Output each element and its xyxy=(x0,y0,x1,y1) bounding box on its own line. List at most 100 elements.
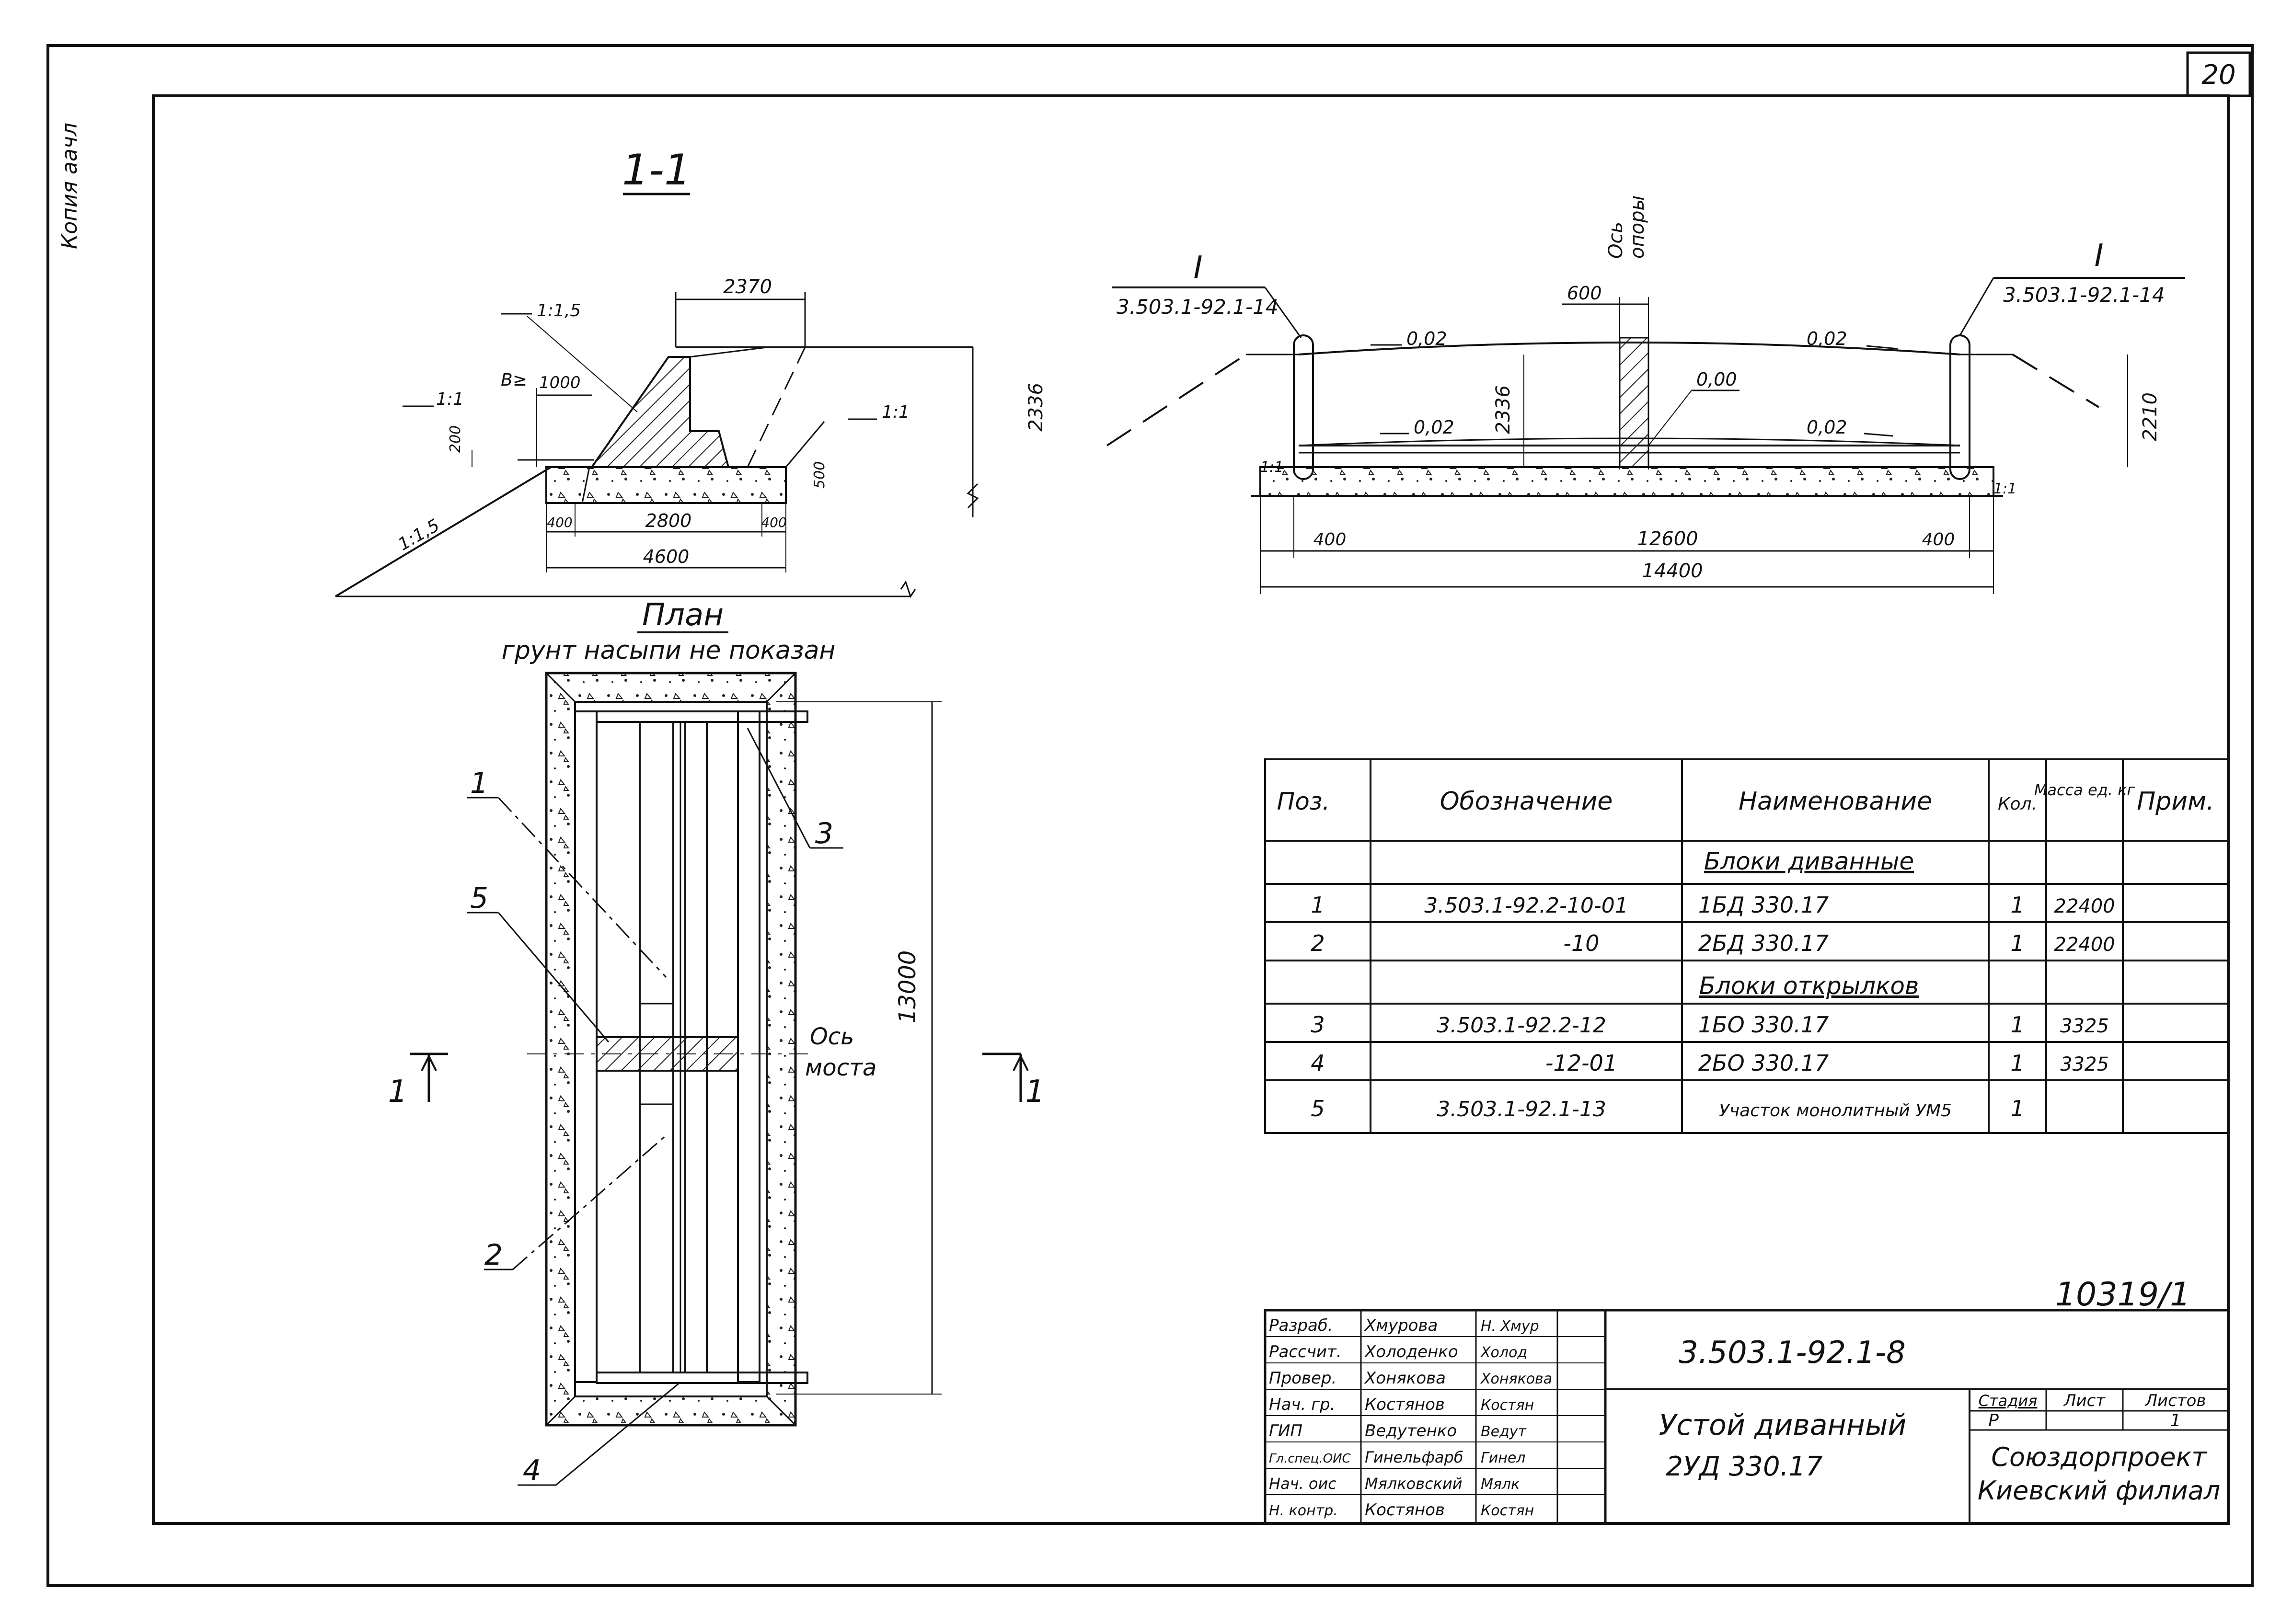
row1-designation: 3.503.1-92.2-10-01 xyxy=(1424,893,1628,918)
dim-2336: 2336 xyxy=(1025,383,1047,432)
elevation-foundation xyxy=(1259,466,1994,497)
sig-name-4: Ведутенко xyxy=(1365,1421,1457,1441)
org-line1: Союздорпроект xyxy=(1991,1442,2207,1472)
dim-200: 200 xyxy=(447,425,464,453)
dim-2800: 2800 xyxy=(645,510,692,531)
callout-3: 3 xyxy=(815,817,833,850)
section-mark-left: 1 xyxy=(388,1074,408,1109)
slope-end-r: 1:1 xyxy=(1993,480,2016,497)
end-post-left xyxy=(1293,334,1314,480)
dim-2336-elev: 2336 xyxy=(1492,385,1514,434)
stage-value: Р xyxy=(1988,1411,1999,1430)
sig-name-3: Костянов xyxy=(1365,1395,1445,1414)
sig-sign-7: Костян xyxy=(1481,1502,1534,1519)
row1-name: 1БД 330.17 xyxy=(1698,892,1829,918)
section-title: 1-1 xyxy=(622,145,691,194)
mark-left-ref: 3.503.1-92.1-14 xyxy=(1117,295,1279,319)
title-line2: 2УД 330.17 xyxy=(1666,1451,1823,1482)
dim-400r: 400 xyxy=(1922,530,1955,549)
slope-br: 0,02 xyxy=(1807,417,1847,438)
sheet-header: Лист xyxy=(2063,1391,2106,1410)
axis-opory-1: Ось xyxy=(1605,222,1627,259)
slope-bl: 0,02 xyxy=(1414,417,1454,438)
callout-1: 1 xyxy=(470,766,488,800)
org-line2: Киевский филиал xyxy=(1978,1475,2221,1506)
row6-designation: 3.503.1-92.1-13 xyxy=(1437,1097,1606,1121)
sig-name-5: Гинельфарб xyxy=(1365,1448,1463,1466)
foundation-slab xyxy=(545,466,787,504)
document-code: 3.503.1-92.1-8 xyxy=(1679,1335,1906,1371)
embankment-slope xyxy=(334,466,552,597)
row2-designation: -10 xyxy=(1563,930,1599,956)
slope-top: 1:1,5 xyxy=(537,301,581,320)
slope-right: 1:1 xyxy=(882,402,910,422)
dim-b: B≥ xyxy=(501,370,527,390)
sig-sign-3: Костян xyxy=(1481,1397,1534,1414)
slope-bottom: 1:1,5 xyxy=(395,515,443,555)
sig-sign-6: Мялк xyxy=(1481,1476,1520,1493)
sig-role-4: ГИП xyxy=(1269,1421,1302,1441)
sig-sign-0: Н. Хмур xyxy=(1481,1318,1539,1335)
plan-subtitle: грунт насыпи не показан xyxy=(502,636,836,665)
row2-name: 2БД 330.17 xyxy=(1698,930,1829,956)
stage-header: Стадия xyxy=(1979,1392,2038,1410)
row5-pos: 4 xyxy=(1311,1050,1325,1076)
dim-14400: 14400 xyxy=(1642,560,1703,582)
dim-4600: 4600 xyxy=(643,546,690,567)
mark-right-ref: 3.503.1-92.1-14 xyxy=(2003,283,2165,307)
spec-table-text: Поз. Обозначение Наименование Кол. Масса… xyxy=(1277,781,2214,1121)
callout-2: 2 xyxy=(484,1238,503,1272)
mark-left: I xyxy=(1194,250,1203,286)
row5-mass: 3325 xyxy=(2060,1053,2109,1075)
row4-pos: 3 xyxy=(1311,1012,1325,1038)
dim-1000: 1000 xyxy=(539,373,581,392)
title-block xyxy=(1264,1309,2230,1525)
row0-name: Блоки диванные xyxy=(1704,847,1914,875)
outer-frame xyxy=(46,44,2254,1587)
th-pos: Поз. xyxy=(1277,788,1330,815)
sig-name-2: Хонякова xyxy=(1364,1369,1446,1388)
sig-name-6: Мялковский xyxy=(1365,1475,1463,1493)
row4-qty: 1 xyxy=(2010,1012,2024,1038)
center-joint xyxy=(1619,337,1649,468)
margin-note: Копия аачл xyxy=(58,123,82,249)
th-name: Наименование xyxy=(1739,787,1932,816)
slope-tl: 0,02 xyxy=(1406,328,1447,349)
axis-mosta-2: моста xyxy=(805,1054,876,1081)
section-1-1: 1-1 2336 2370 1:1,5 1:1 1:1,5 1:1 xyxy=(334,145,1047,598)
sheet-number: 20 xyxy=(2201,59,2235,91)
dim-13000: 13000 xyxy=(894,950,921,1024)
axis-opory-2: опоры xyxy=(1626,195,1648,259)
elevation-view: I 3.503.1-92.1-14 I 3.503.1-92.1-14 Ось … xyxy=(1106,195,2185,594)
sig-sign-2: Хонякова xyxy=(1480,1371,1552,1387)
row5-designation: -12-01 xyxy=(1545,1050,1617,1076)
sig-role-5: Гл.спец.ОИС xyxy=(1269,1452,1351,1466)
dim-600: 600 xyxy=(1567,283,1602,304)
sig-name-0: Хмурова xyxy=(1364,1316,1438,1335)
plan-title: План xyxy=(642,597,724,633)
sig-role-0: Разраб. xyxy=(1269,1316,1333,1335)
row1-mass: 22400 xyxy=(2054,895,2115,917)
row2-mass: 22400 xyxy=(2054,934,2115,956)
sig-name-7: Костянов xyxy=(1365,1500,1445,1520)
archive-number: 10319/1 xyxy=(2055,1276,2191,1314)
axis-mosta-1: Ось xyxy=(810,1023,854,1050)
row5-qty: 1 xyxy=(2010,1050,2024,1076)
row3-name: Блоки открылков xyxy=(1699,972,1919,1000)
plan-view: План грунт насыпи не показан Ось моста 1… xyxy=(388,597,1045,1487)
sig-role-7: Н. контр. xyxy=(1269,1502,1338,1519)
th-designation: Обозначение xyxy=(1440,787,1613,816)
dim-400l: 400 xyxy=(1313,530,1347,549)
row4-designation: 3.503.1-92.2-12 xyxy=(1437,1013,1606,1038)
sig-name-1: Холоденко xyxy=(1364,1342,1458,1361)
sig-role-2: Провер. xyxy=(1269,1369,1336,1388)
spec-table xyxy=(1264,758,2229,1134)
callout-4: 4 xyxy=(523,1454,541,1487)
dim-12600: 12600 xyxy=(1637,528,1698,550)
row4-name: 1БО 330.17 xyxy=(1698,1012,1829,1038)
level-000: 0,00 xyxy=(1696,369,1737,390)
th-qty: Кол. xyxy=(1998,794,2037,814)
sheets-header: Листов xyxy=(2144,1391,2206,1410)
dim-2210: 2210 xyxy=(2139,392,2161,441)
sig-role-3: Нач. гр. xyxy=(1269,1395,1335,1414)
